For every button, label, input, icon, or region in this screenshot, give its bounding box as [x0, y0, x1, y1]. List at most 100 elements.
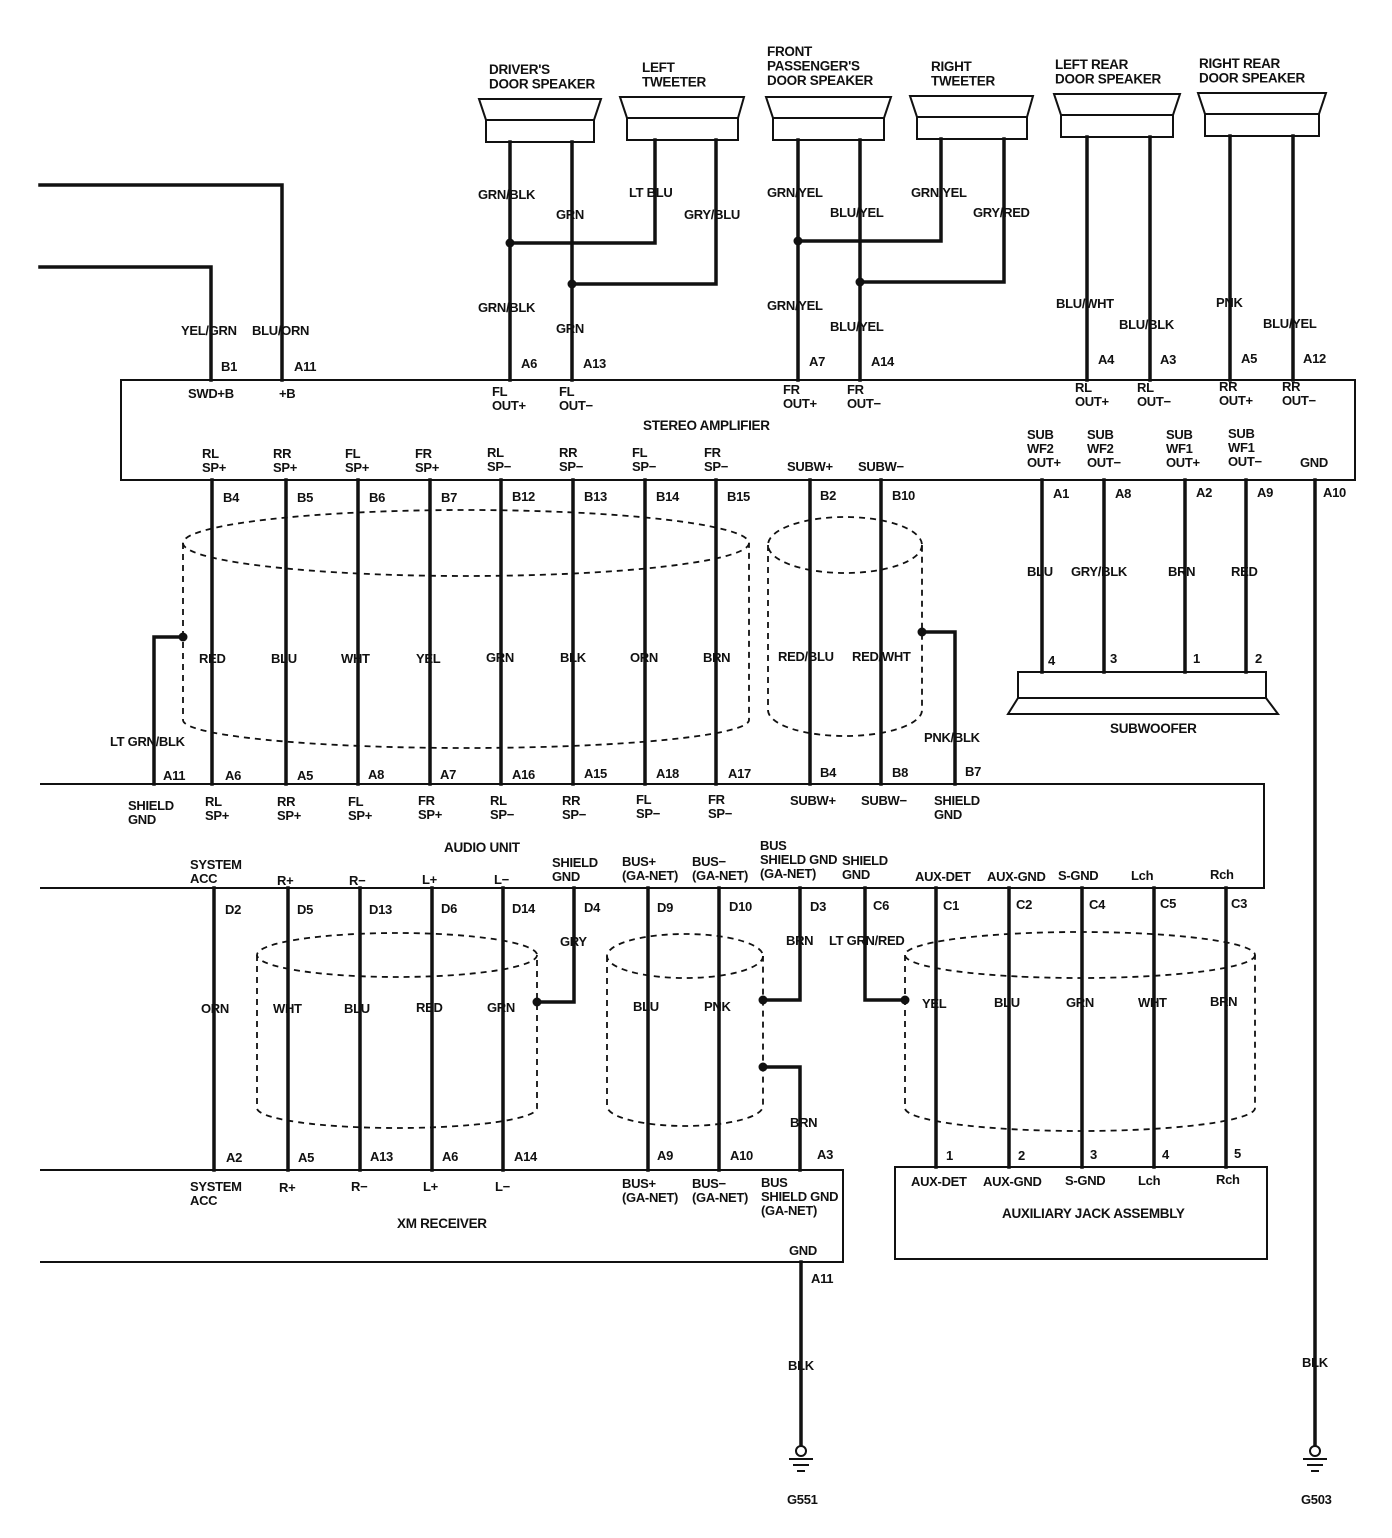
terminal-label: BUS−(GA-NET)	[692, 1176, 748, 1205]
pin-label: D3	[810, 899, 826, 914]
pin-label: A15	[584, 766, 607, 781]
pin-label: A16	[512, 767, 535, 782]
label-audio-unit: AUDIO UNIT	[444, 840, 521, 855]
shield-bus-bundle	[606, 933, 764, 1127]
wire-label: RED	[1231, 564, 1258, 579]
pin-label: D6	[441, 901, 457, 916]
pin-label: A5	[298, 1150, 314, 1165]
wire-pnk-blk	[920, 630, 957, 786]
terminal-label: R−	[349, 873, 366, 888]
shield-subw-bundle	[767, 516, 923, 737]
pin-label: B14	[656, 489, 680, 504]
pin-label: 2	[1255, 651, 1262, 666]
right-tweeter-symbol	[908, 95, 1035, 140]
pin-label: A10	[730, 1148, 753, 1163]
pin-label: D5	[297, 902, 313, 917]
wire-label: GRN	[487, 1000, 515, 1015]
shield-drain-speaker	[178, 632, 188, 642]
ground-symbol-g503	[1303, 1445, 1327, 1472]
wire-label: GRN/YEL	[767, 185, 823, 200]
wire-label: LT GRN/RED	[829, 933, 904, 948]
wire-lt-grn-blk	[152, 635, 185, 786]
terminal-label: BUS+(GA-NET)	[622, 854, 678, 883]
shield-aux-bundle	[904, 931, 1256, 1132]
pin-label: D13	[369, 902, 392, 917]
pin-label: D4	[584, 900, 601, 915]
pin-label: 5	[1234, 1146, 1241, 1161]
wire-label: GRN/YEL	[911, 185, 967, 200]
wire-label: WHT	[273, 1001, 302, 1016]
wire-label: GRN/BLK	[478, 187, 536, 202]
left-rear-door-speaker-symbol	[1052, 93, 1182, 138]
pin-label: C3	[1231, 896, 1247, 911]
xm-receiver-box	[40, 1169, 844, 1263]
pin-label: B4	[223, 490, 240, 505]
terminal-label: R−	[351, 1179, 368, 1194]
wire-label: LT GRN/BLK	[110, 734, 186, 749]
pin-label: 3	[1110, 651, 1117, 666]
pin-label: D2	[225, 902, 241, 917]
shield-drain-aux	[900, 995, 910, 1005]
pin-label: C1	[943, 898, 959, 913]
wire-label: ORN	[630, 650, 658, 665]
wire-label: BLU/ORN	[252, 323, 309, 338]
pin-label: B13	[584, 489, 607, 504]
terminal-label: SWD+B	[188, 386, 234, 401]
terminal-label: S-GND	[1065, 1173, 1105, 1188]
label-stereo-amplifier: STEREO AMPLIFIER	[643, 418, 770, 433]
pin-label: B4	[820, 765, 837, 780]
wire-label: BLK	[560, 650, 587, 665]
wire-label: RED/BLU	[778, 649, 834, 664]
pin-label: A11	[294, 359, 316, 374]
pin-label: D14	[512, 901, 536, 916]
audio-unit-box	[40, 783, 1265, 889]
wire-label: YEL	[416, 651, 441, 666]
terminal-label: Rch	[1210, 867, 1234, 882]
pin-label: C5	[1160, 896, 1176, 911]
pin-label: C4	[1089, 897, 1106, 912]
pin-label: A9	[657, 1148, 673, 1163]
pin-label: A7	[809, 354, 825, 369]
wire-label: BLK	[1302, 1355, 1329, 1370]
label-subwoofer: SUBWOOFER	[1110, 721, 1197, 736]
pin-label: A13	[370, 1149, 393, 1164]
terminal-label: SUBW+	[790, 793, 837, 808]
pin-label: B15	[727, 489, 750, 504]
wire-label: BLU/YEL	[830, 205, 884, 220]
wire-label: BRN	[786, 933, 813, 948]
pin-label: A8	[1115, 486, 1131, 501]
front-passengers-door-speaker-symbol	[764, 96, 893, 141]
pin-label: D9	[657, 900, 673, 915]
shield-speaker-bundle	[182, 509, 750, 749]
pin-label: A17	[728, 766, 751, 781]
wire-label: LT BLU	[629, 185, 672, 200]
pin-label: A13	[583, 356, 606, 371]
wire-label: GRN/YEL	[767, 298, 823, 313]
terminal-label: L+	[422, 872, 438, 887]
pin-label: A6	[521, 356, 537, 371]
wire-label: YEL/GRN	[181, 323, 237, 338]
wire-label: PNK	[1216, 295, 1243, 310]
wire-label: BLU/WHT	[1056, 296, 1114, 311]
wire-label: RED	[416, 1000, 443, 1015]
wire-lt-blu	[508, 138, 657, 245]
terminal-label: L−	[495, 1179, 511, 1194]
right-rear-door-speaker-symbol	[1196, 92, 1328, 137]
